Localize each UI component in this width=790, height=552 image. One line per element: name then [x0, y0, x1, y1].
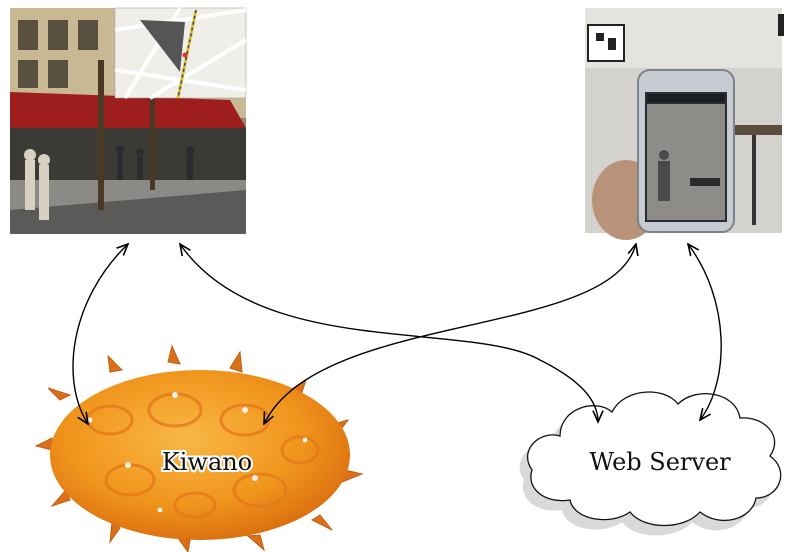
arrow-phone-kiwano	[264, 244, 636, 424]
web-server-cloud: Web Server	[520, 392, 781, 535]
web-server-label: Web Server	[589, 448, 731, 476]
map-inset	[115, 8, 246, 98]
kiwano-fruit: Kiwano	[36, 346, 362, 552]
phone-ar-photo	[585, 8, 784, 240]
street-view-photo	[10, 8, 246, 234]
kiwano-label: Kiwano	[162, 448, 252, 476]
